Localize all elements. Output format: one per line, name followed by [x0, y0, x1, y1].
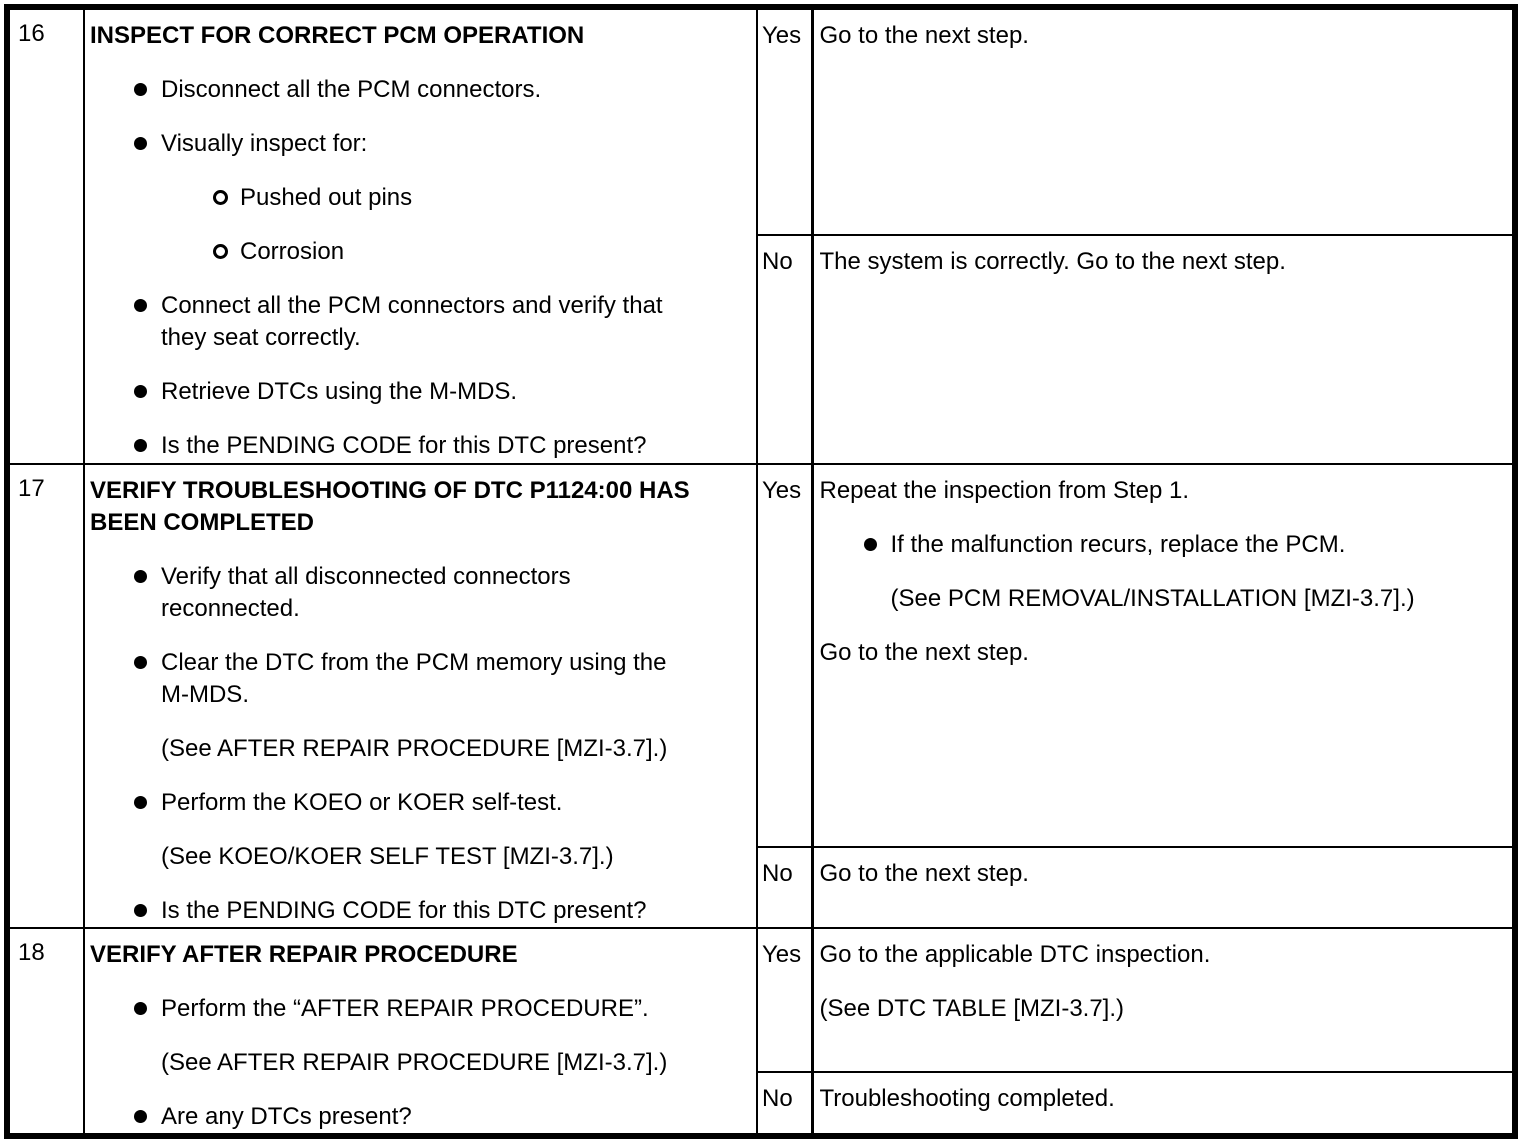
- sub-list-item: Corrosion: [90, 236, 744, 268]
- action-cell-yes: Repeat the inspection from Step 1. If th…: [811, 463, 1516, 848]
- bullet-icon: [134, 137, 147, 150]
- bullet-icon: [134, 439, 147, 452]
- list-item-text: Are any DTCs present?: [161, 1103, 412, 1130]
- table-row: No Troubleshooting completed.: [7, 1071, 1516, 1137]
- see-reference: (See AFTER REPAIR PROCEDURE [MZI-3.7].): [161, 1049, 668, 1076]
- answer-label-no: No: [756, 234, 814, 465]
- table-row: No Go to the next step.: [7, 845, 1516, 930]
- bullet-icon: [134, 385, 147, 398]
- circle-bullet-icon: [213, 244, 228, 259]
- inspection-title: VERIFY TROUBLESHOOTING OF DTC P1124:00 H…: [90, 477, 690, 536]
- table-row: 16 INSPECT FOR CORRECT PCM OPERATION Dis…: [6, 6, 1516, 465]
- troubleshooting-table: 16 INSPECT FOR CORRECT PCM OPERATION Dis…: [4, 4, 1518, 1139]
- list-item-text: Verify that all disconnected connectors …: [161, 563, 571, 622]
- list-item: Clear the DTC from the PCM memory using …: [90, 647, 744, 711]
- action-text: Repeat the inspection from Step 1.: [819, 477, 1190, 504]
- action-text: (See DTC TABLE [MZI-3.7].): [819, 995, 1125, 1022]
- list-item: If the malfunction recurs, replace the P…: [820, 529, 1505, 561]
- see-reference: (See PCM REMOVAL/INSTALLATION [MZI-3.7].…: [890, 585, 1415, 612]
- answer-label-yes: Yes: [756, 927, 814, 1073]
- bullet-icon: [134, 796, 147, 809]
- bullet-icon: [134, 1110, 147, 1123]
- answer-label-yes: Yes: [756, 6, 814, 236]
- bullet-icon: [134, 299, 147, 312]
- list-item-text: Disconnect all the PCM connectors.: [161, 76, 542, 103]
- bullet-icon: [134, 570, 147, 583]
- list-item-text: Corrosion: [240, 238, 345, 265]
- bullet-icon: [134, 1002, 147, 1015]
- action-text: The system is correctly. Go to the next …: [819, 248, 1286, 275]
- list-item: Is the PENDING CODE for this DTC present…: [90, 895, 744, 926]
- table-row: 17 VERIFY TROUBLESHOOTING OF DTC P1124:0…: [6, 463, 1516, 929]
- list-item-text: Is the PENDING CODE for this DTC present…: [161, 432, 647, 459]
- list-item-text: If the malfunction recurs, replace the P…: [890, 531, 1346, 558]
- action-cell-yes: Go to the next step.: [811, 6, 1516, 236]
- action-text: Troubleshooting completed.: [819, 1085, 1115, 1112]
- action-cell-no: The system is correctly. Go to the next …: [811, 234, 1516, 465]
- step-number: 16: [6, 6, 85, 465]
- list-item-text: Perform the “AFTER REPAIR PROCEDURE”.: [161, 995, 649, 1022]
- table-row: 18 VERIFY AFTER REPAIR PROCEDURE Perform…: [6, 927, 1516, 1137]
- inspection-title: INSPECT FOR CORRECT PCM OPERATION: [90, 22, 585, 49]
- bullet-icon: [134, 656, 147, 669]
- see-reference: (See AFTER REPAIR PROCEDURE [MZI-3.7].): [161, 735, 668, 762]
- table-row: No The system is correctly. Go to the ne…: [7, 234, 1516, 465]
- list-item-text: Clear the DTC from the PCM memory using …: [161, 649, 667, 708]
- list-item-text: Connect all the PCM connectors and verif…: [161, 292, 663, 351]
- list-item: Retrieve DTCs using the M-MDS.: [90, 376, 744, 408]
- list-item-text: Perform the KOEO or KOER self-test.: [161, 789, 563, 816]
- list-item-text: Retrieve DTCs using the M-MDS.: [161, 378, 518, 405]
- list-item: Verify that all disconnected connectors …: [90, 561, 744, 625]
- step-number: 17: [6, 463, 85, 929]
- list-item-text: Pushed out pins: [240, 184, 413, 211]
- inspection-cell: VERIFY TROUBLESHOOTING OF DTC P1124:00 H…: [83, 463, 758, 929]
- action-cell-no: Go to the next step.: [811, 845, 1516, 930]
- list-item-text: Is the PENDING CODE for this DTC present…: [161, 897, 647, 924]
- answer-label-no: No: [756, 1071, 814, 1137]
- list-item: Is the PENDING CODE for this DTC present…: [90, 430, 744, 462]
- list-item: Perform the “AFTER REPAIR PROCEDURE”.: [90, 993, 744, 1025]
- answer-label-yes: Yes: [756, 463, 814, 848]
- inspection-cell: VERIFY AFTER REPAIR PROCEDURE Perform th…: [83, 927, 758, 1137]
- action-text: Go to the applicable DTC inspection.: [819, 941, 1211, 968]
- answer-label-no: No: [756, 845, 814, 930]
- action-text: Go to the next step.: [819, 639, 1029, 666]
- action-cell-yes: Go to the applicable DTC inspection. (Se…: [811, 927, 1516, 1073]
- list-item-text: Visually inspect for:: [161, 130, 368, 157]
- inspection-cell: INSPECT FOR CORRECT PCM OPERATION Discon…: [83, 6, 758, 465]
- action-cell-no: Troubleshooting completed.: [811, 1071, 1516, 1137]
- list-item: Perform the KOEO or KOER self-test.: [90, 787, 744, 819]
- action-text: Go to the next step.: [819, 859, 1029, 887]
- see-reference: (See KOEO/KOER SELF TEST [MZI-3.7].): [161, 843, 614, 870]
- bullet-icon: [134, 83, 147, 96]
- step-number: 18: [6, 927, 85, 1137]
- inspection-title: VERIFY AFTER REPAIR PROCEDURE: [90, 941, 518, 968]
- list-item: Are any DTCs present?: [90, 1101, 744, 1133]
- list-item: Visually inspect for:: [90, 128, 744, 160]
- circle-bullet-icon: [213, 190, 228, 205]
- action-text: Go to the next step.: [819, 22, 1029, 49]
- bullet-icon: [863, 538, 877, 551]
- bullet-icon: [134, 904, 147, 917]
- list-item: Connect all the PCM connectors and verif…: [90, 290, 744, 354]
- list-item: Disconnect all the PCM connectors.: [90, 74, 744, 106]
- sub-list-item: Pushed out pins: [90, 182, 744, 214]
